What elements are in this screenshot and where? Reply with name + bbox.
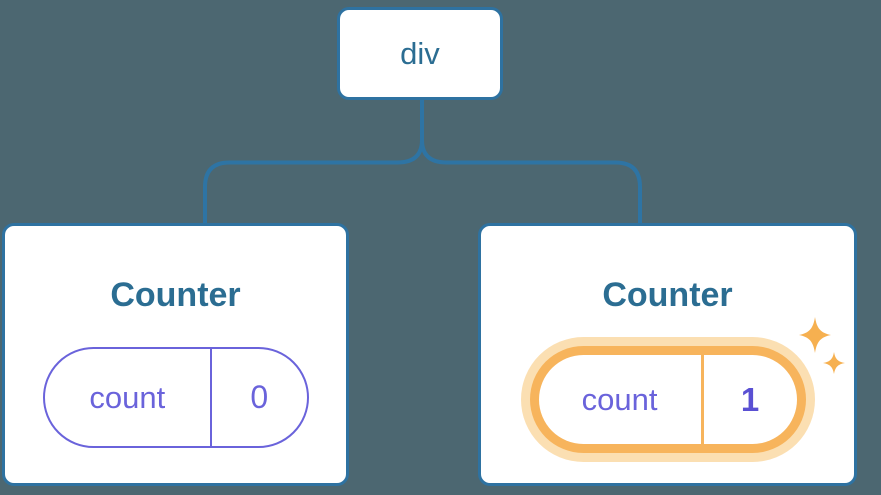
sparkles-icon — [799, 317, 845, 374]
state-value-cell: 0 — [212, 349, 306, 446]
state-value-cell: 1 — [704, 355, 797, 444]
state-pill-highlight-glow: count 1 — [520, 337, 815, 462]
sparkle-icon-large — [799, 317, 831, 353]
root-node-label: div — [400, 35, 440, 71]
state-pill: count 1 — [538, 355, 797, 444]
state-value-label: 0 — [250, 379, 269, 415]
card-title: Counter — [110, 276, 241, 314]
state-key-cell: count — [539, 355, 704, 444]
state-key-label: count — [89, 379, 166, 415]
root-node-div: div — [337, 7, 503, 100]
counter-card-right: Counter count 1 — [478, 223, 857, 486]
sparkle-icon-small — [823, 352, 845, 374]
state-pill: count 0 — [42, 347, 309, 448]
state-key-cell: count — [45, 349, 213, 446]
state-value-label: 1 — [740, 380, 760, 418]
card-title: Counter — [602, 276, 733, 314]
state-pill-highlight-ring: count 1 — [529, 346, 806, 453]
state-key-label: count — [581, 381, 658, 417]
counter-card-left: Counter count 0 — [2, 223, 349, 486]
